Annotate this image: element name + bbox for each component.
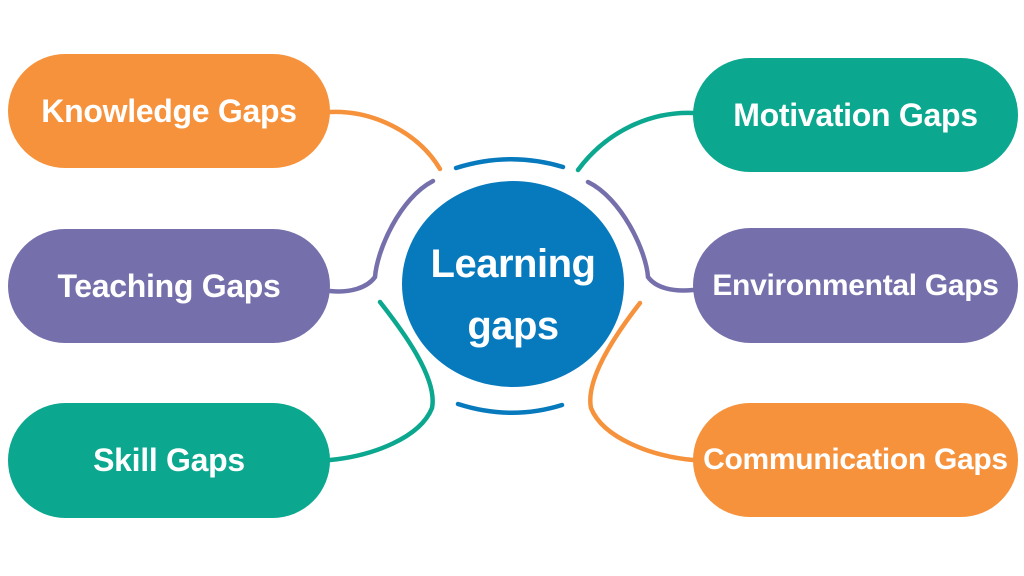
- center-node-title-line2: gaps: [467, 304, 559, 348]
- node-knowledge-gaps: Knowledge Gaps: [8, 54, 330, 168]
- center-node-title-line1: Learning: [430, 242, 596, 286]
- node-motivation-gaps-label: Motivation Gaps: [733, 96, 978, 133]
- node-environmental-gaps: Environmental Gaps: [693, 228, 1018, 343]
- connector-skill-line: [327, 299, 435, 463]
- center-node-learning-gaps: Learning gaps: [402, 181, 624, 387]
- node-teaching-gaps: Teaching Gaps: [8, 229, 330, 343]
- connector-environmental-line: [585, 179, 696, 293]
- connector-knowledge-line: [327, 109, 443, 172]
- node-motivation-gaps: Motivation Gaps: [693, 58, 1018, 172]
- node-environmental-gaps-label: Environmental Gaps: [712, 268, 999, 302]
- node-knowledge-gaps-label: Knowledge Gaps: [41, 92, 297, 129]
- node-communication-gaps: Communication Gaps: [693, 403, 1018, 517]
- center-node-title: Learning gaps: [431, 233, 596, 357]
- connector-communication-line: [588, 300, 696, 463]
- ring-arc-bottom: [455, 401, 565, 415]
- connector-teaching-line: [327, 178, 436, 294]
- connector-motivation-line: [575, 110, 697, 173]
- ring-arc-top: [453, 157, 566, 171]
- node-communication-gaps-label: Communication Gaps: [703, 443, 1008, 476]
- node-skill-gaps: Skill Gaps: [8, 403, 330, 518]
- node-teaching-gaps-label: Teaching Gaps: [57, 267, 281, 304]
- node-skill-gaps-label: Skill Gaps: [93, 442, 245, 478]
